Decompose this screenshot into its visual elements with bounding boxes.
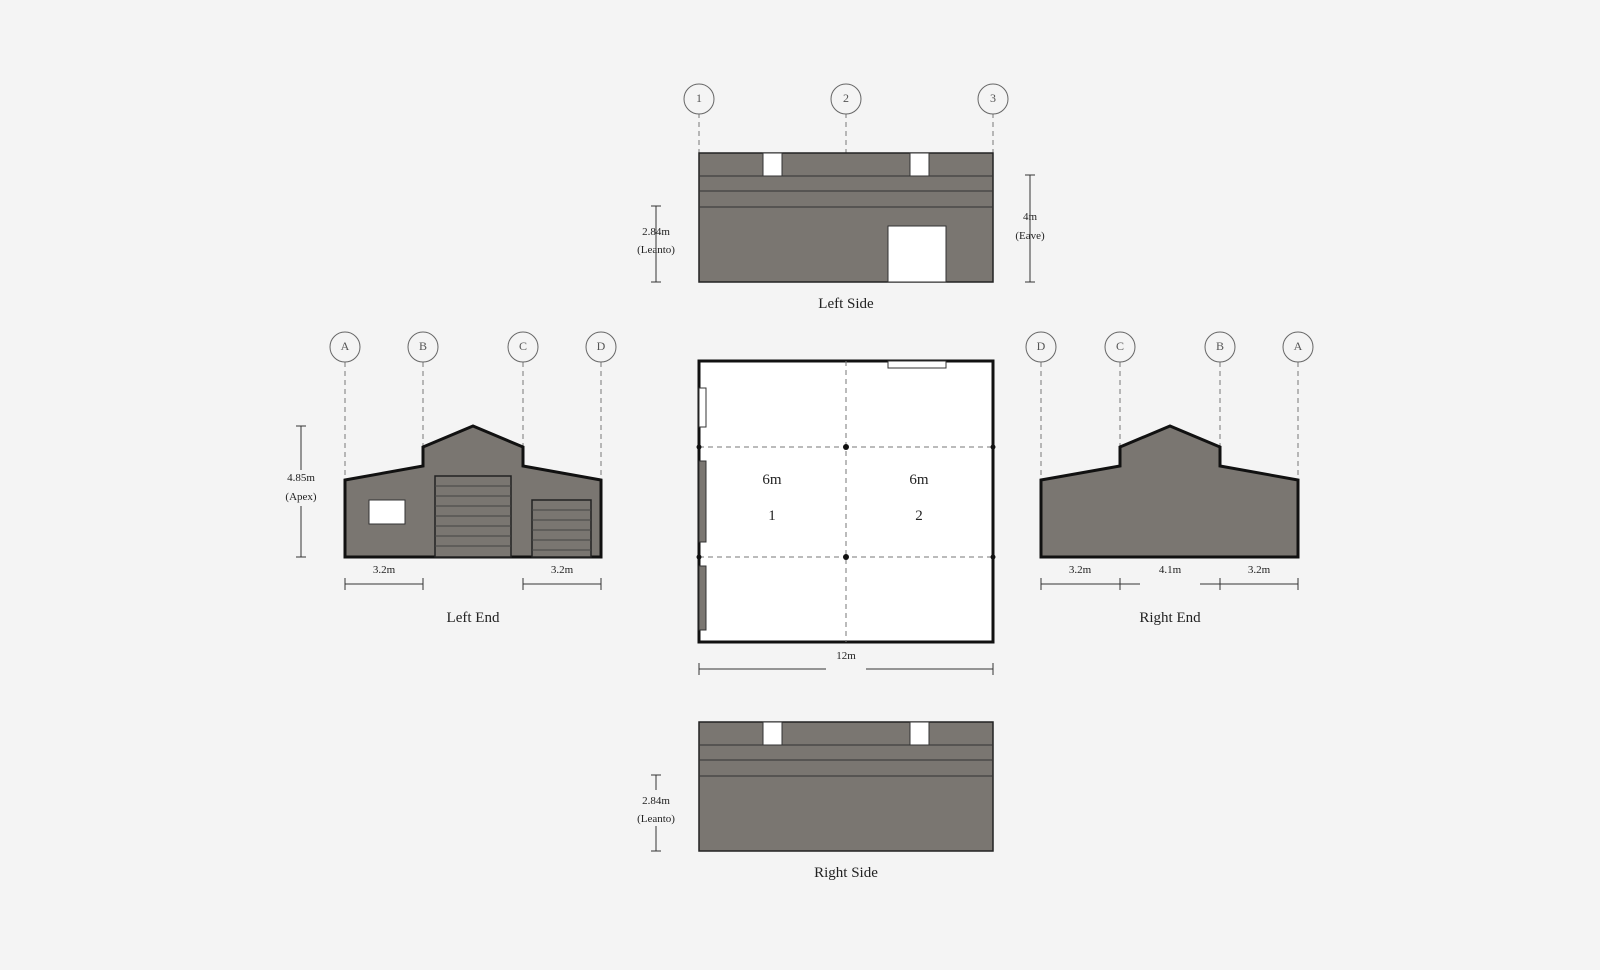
svg-text:4m: 4m — [1023, 211, 1038, 223]
bay-number: 1 — [768, 508, 776, 524]
width-dimension: 3.2m — [344, 564, 424, 590]
leanto-height-dimension: 2.84m (Leanto) — [628, 774, 684, 852]
grid-bubble-b: B — [1204, 331, 1236, 363]
svg-text:2.84m: 2.84m — [642, 226, 670, 238]
svg-text:C: C — [1116, 339, 1124, 353]
grid-bubble-d: D — [1025, 331, 1057, 363]
roller-door — [434, 475, 512, 558]
svg-text:2: 2 — [843, 91, 849, 105]
svg-text:(Leanto): (Leanto) — [637, 244, 675, 256]
right-end-wall — [1039, 424, 1300, 559]
plan-roller-door — [698, 565, 707, 631]
access-door — [887, 225, 947, 283]
skylight — [762, 721, 783, 746]
floor-plan: 6m 1 6m 2 12m — [696, 359, 996, 675]
left-end-elevation: A B C D — [282, 331, 617, 626]
svg-text:3.2m: 3.2m — [373, 564, 396, 576]
left-end-title: Left End — [447, 610, 500, 626]
plan-door — [887, 360, 947, 369]
total-length-dimension: 12m — [698, 650, 994, 675]
right-end-title: Right End — [1139, 610, 1201, 626]
apex-height-dimension: 4.85m (Apex) — [282, 425, 320, 558]
right-side-elevation: 2.84m (Leanto) Right Side — [628, 721, 994, 881]
bay-width: 6m — [762, 472, 782, 488]
grid-bubble-1: 1 — [683, 83, 715, 115]
svg-text:1: 1 — [696, 91, 702, 105]
svg-text:3.2m: 3.2m — [1069, 564, 1092, 576]
right-side-wall — [698, 721, 994, 852]
skylight — [762, 152, 783, 177]
width-dimension: 3.2m — [522, 564, 602, 590]
svg-text:3.2m: 3.2m — [551, 564, 574, 576]
bay-number: 2 — [915, 508, 923, 524]
svg-text:D: D — [597, 339, 606, 353]
svg-text:A: A — [341, 339, 350, 353]
svg-text:3.2m: 3.2m — [1248, 564, 1271, 576]
right-side-title: Right Side — [814, 865, 878, 881]
right-end-elevation: D C B A 3.2m 4.1m 3.2m Right End — [1025, 331, 1314, 626]
grid-bubble-d: D — [585, 331, 617, 363]
leanto-height-dimension: 2.84m (Leanto) — [637, 205, 675, 283]
grid-bubble-2: 2 — [830, 83, 862, 115]
skylight — [909, 721, 930, 746]
svg-text:A: A — [1294, 339, 1303, 353]
svg-text:2.84m: 2.84m — [642, 795, 670, 807]
plan-window — [698, 387, 707, 428]
skylight — [909, 152, 930, 177]
svg-text:(Apex): (Apex) — [285, 491, 316, 503]
grid-bubble-b: B — [407, 331, 439, 363]
svg-text:C: C — [519, 339, 527, 353]
svg-text:3: 3 — [990, 91, 996, 105]
svg-text:B: B — [1216, 339, 1224, 353]
bay-width: 6m — [909, 472, 929, 488]
grid-bubble-c: C — [1104, 331, 1136, 363]
left-side-wall — [698, 152, 994, 283]
svg-text:4.1m: 4.1m — [1159, 564, 1182, 576]
window — [368, 499, 406, 525]
svg-text:(Eave): (Eave) — [1015, 230, 1045, 242]
left-side-elevation: 1 2 3 2.84m (Leanto) 4m (Eave) — [637, 83, 1045, 312]
svg-text:4.85m: 4.85m — [287, 472, 315, 484]
eave-height-dimension: 4m (Eave) — [1015, 174, 1045, 283]
svg-text:D: D — [1037, 339, 1046, 353]
plan-roller-door — [698, 460, 707, 543]
width-dimension: 3.2m 4.1m 3.2m — [1040, 564, 1299, 592]
grid-bubble-c: C — [507, 331, 539, 363]
svg-text:12m: 12m — [836, 650, 856, 662]
grid-bubble-a: A — [329, 331, 361, 363]
left-side-title: Left Side — [818, 296, 874, 312]
roller-door — [531, 499, 592, 558]
grid-bubble-a: A — [1282, 331, 1314, 363]
grid-bubble-3: 3 — [977, 83, 1009, 115]
svg-text:B: B — [419, 339, 427, 353]
svg-text:(Leanto): (Leanto) — [637, 813, 675, 825]
